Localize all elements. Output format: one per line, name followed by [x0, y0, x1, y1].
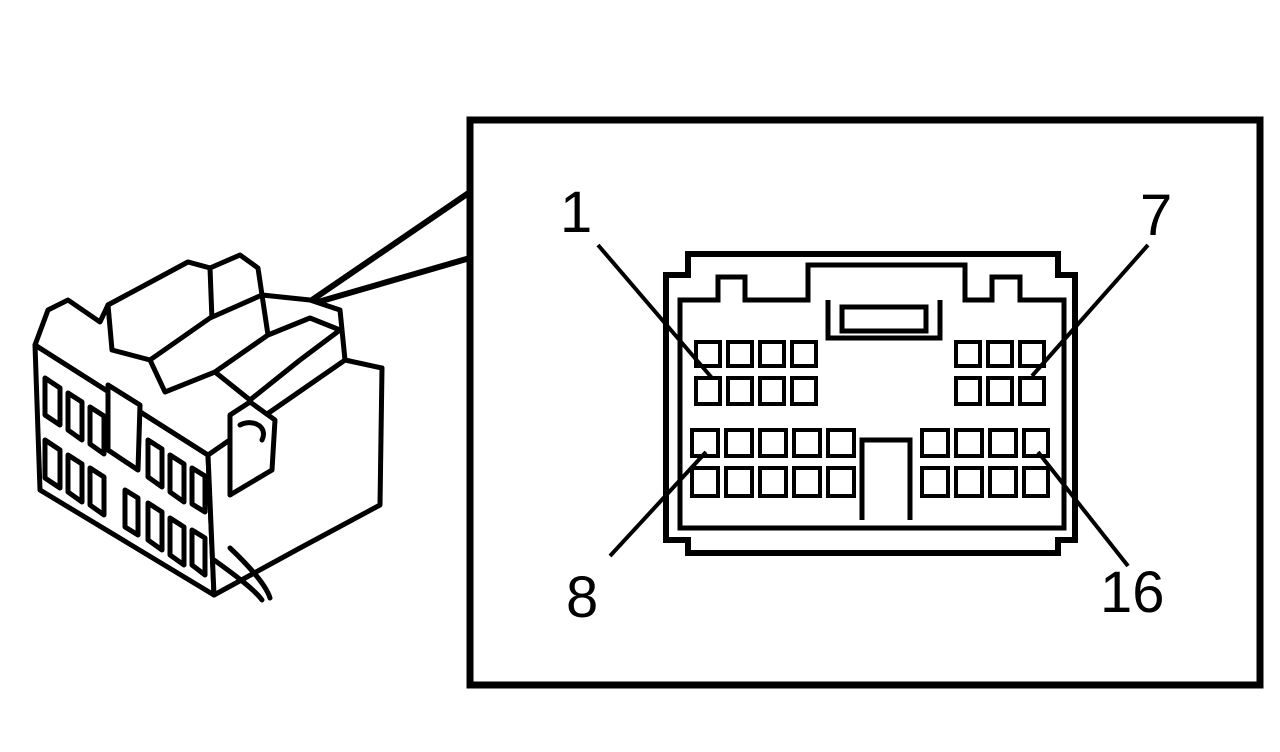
connector-face-view — [663, 251, 1078, 556]
connector-3d-view — [32, 252, 385, 603]
callout-leaders — [310, 189, 472, 305]
leader-pin-16 — [1036, 450, 1130, 568]
inset-frame — [466, 116, 1264, 689]
leader-pin-1 — [596, 243, 714, 380]
pin-label-16: 16 — [1100, 560, 1165, 625]
pin-label-leaders — [596, 243, 1150, 568]
pin-label-7: 7 — [1140, 183, 1172, 248]
pin-labels: 1 7 8 16 — [560, 180, 1172, 630]
pin-label-8: 8 — [566, 565, 598, 630]
leader-pin-8 — [608, 450, 708, 558]
pin-label-1: 1 — [560, 180, 592, 245]
leader-pin-7 — [1030, 243, 1150, 378]
